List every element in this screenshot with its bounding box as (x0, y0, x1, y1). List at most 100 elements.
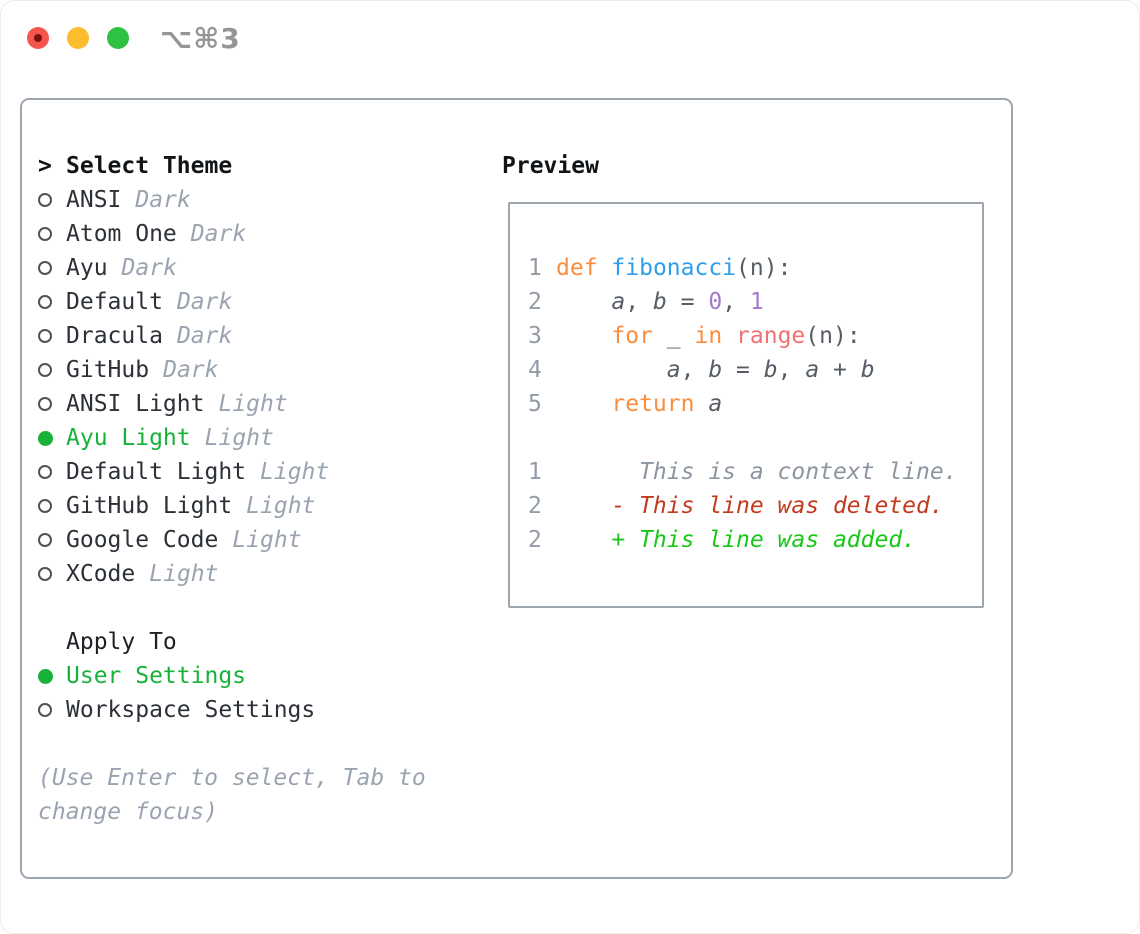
code-segment: _ (652, 323, 695, 349)
theme-option[interactable]: GitHub Dark (38, 353, 488, 387)
code-line: 2 + This line was added. (528, 523, 982, 557)
theme-option[interactable]: Ayu Light Light (38, 421, 488, 455)
theme-name: Ayu (66, 255, 108, 281)
code-segment: for (611, 323, 653, 349)
radio-unselected-icon (38, 465, 52, 479)
preview-heading: Preview (502, 153, 599, 179)
line-number: 2 (528, 493, 542, 519)
code-segment (556, 391, 611, 417)
code-segment (556, 289, 611, 315)
theme-variant: Light (204, 425, 274, 451)
theme-option[interactable]: Ayu Dark (38, 251, 488, 285)
radio-unselected-icon (38, 533, 52, 547)
theme-variant: Light (218, 391, 288, 417)
apply-to-option[interactable]: User Settings (38, 659, 488, 693)
code-segment: def (556, 255, 598, 281)
close-button[interactable] (27, 27, 49, 49)
select-theme-heading-row: > Select Theme (38, 149, 488, 183)
radio-unselected-icon (38, 499, 52, 513)
theme-variant: Dark (135, 187, 191, 213)
theme-variant: Light (232, 527, 302, 553)
minimize-button[interactable] (67, 27, 89, 49)
code-segment: + (819, 357, 861, 383)
radio-unselected-icon (38, 363, 52, 377)
theme-name: GitHub (66, 357, 150, 383)
line-number: 4 (528, 357, 542, 383)
code-line (528, 421, 982, 455)
apply-to-option[interactable]: Workspace Settings (38, 693, 488, 727)
code-segment: - This line was deleted. (556, 493, 944, 519)
code-line: 1 This is a context line. (528, 455, 982, 489)
theme-option[interactable]: Default Dark (38, 285, 488, 319)
apply-to-label: User Settings (66, 663, 247, 689)
code-segment: a (708, 391, 723, 417)
window-title: ⌥⌘3 (160, 22, 241, 55)
radio-unselected-icon (38, 261, 52, 275)
code-segment: a (805, 357, 820, 383)
selection-caret-icon: > (38, 153, 52, 179)
code-segment: , (777, 357, 806, 383)
apply-to-heading: Apply To (66, 629, 177, 655)
theme-name: Default Light (66, 459, 247, 485)
code-segment (722, 323, 736, 349)
radio-unselected-icon (38, 329, 52, 343)
radio-selected-icon (38, 430, 53, 446)
theme-variant: Light (149, 561, 219, 587)
theme-variant: Dark (176, 289, 233, 315)
spacer-row (38, 591, 488, 625)
theme-name: ANSI Light (66, 391, 205, 417)
radio-unselected-icon (38, 703, 52, 717)
code-segment: return (611, 391, 695, 417)
code-line: 2 a, b = 0, 1 (528, 285, 982, 319)
code-segment: 1 (749, 289, 764, 315)
radio-unselected-icon (38, 295, 52, 309)
spacer-row (38, 727, 488, 761)
radio-unselected-icon (38, 193, 52, 207)
theme-option[interactable]: Default Light Light (38, 455, 488, 489)
code-segment: fibonacci (611, 255, 737, 281)
line-number: 1 (528, 255, 542, 281)
theme-option[interactable]: ANSI Light Light (38, 387, 488, 421)
code-segment: a (611, 289, 626, 315)
code-segment: , (722, 289, 750, 315)
radio-unselected-icon (38, 227, 52, 241)
theme-name: XCode (66, 561, 136, 587)
code-segment: , (625, 289, 653, 315)
code-segment: + This line was added. (556, 527, 917, 553)
theme-variant: Light (260, 459, 330, 485)
hint-line-2: change focus) (38, 799, 219, 825)
theme-name: Ayu Light (66, 425, 191, 451)
theme-variant: Dark (121, 255, 177, 281)
code-segment: range (736, 323, 806, 349)
theme-variant: Dark (176, 323, 233, 349)
apply-to-heading-row: Apply To (38, 625, 488, 659)
code-segment (598, 255, 612, 281)
code-segment: b (763, 357, 778, 383)
theme-option[interactable]: XCode Light (38, 557, 488, 591)
line-number: 5 (528, 391, 542, 417)
theme-name: Default (66, 289, 163, 315)
theme-variant: Dark (190, 221, 247, 247)
theme-name: Google Code (66, 527, 219, 553)
code-line: 4 a, b = b, a + b (528, 353, 982, 387)
theme-option[interactable]: Google Code Light (38, 523, 488, 557)
code-segment: a (666, 357, 681, 383)
code-segment (556, 357, 667, 383)
code-segment: This is a context line. (556, 459, 958, 485)
line-number: 1 (528, 459, 542, 485)
zoom-button[interactable] (107, 27, 129, 49)
theme-name: GitHub Light (66, 493, 233, 519)
theme-variant: Dark (163, 357, 219, 383)
code-segment: = (722, 357, 764, 383)
apply-to-label: Workspace Settings (66, 697, 316, 723)
code-segment: b (708, 357, 723, 383)
code-line: 5 return a (528, 387, 982, 421)
